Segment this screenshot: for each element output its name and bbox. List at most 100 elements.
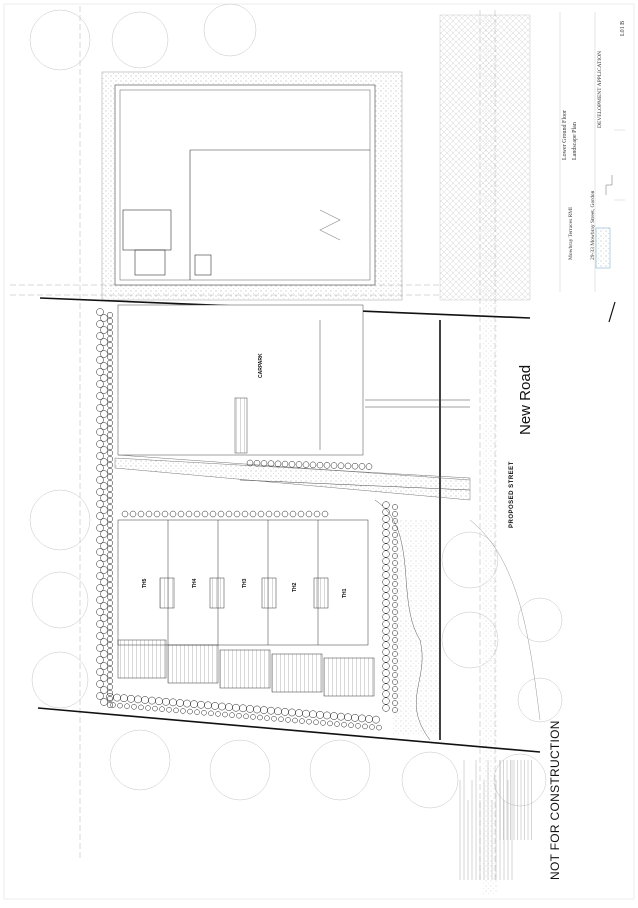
shrub-symbol	[382, 571, 390, 579]
shrub-symbol	[96, 524, 104, 532]
shrub-symbol	[106, 335, 114, 343]
shrub-symbol	[382, 585, 390, 593]
shrub-symbol	[292, 717, 298, 724]
carpark	[117, 304, 471, 491]
shrub-symbol	[211, 702, 219, 710]
shrub-symbol	[369, 724, 375, 730]
unit-label-th4: TH4	[192, 578, 198, 588]
shrub-symbol	[100, 494, 108, 502]
shrub-symbol	[218, 702, 226, 711]
shrub-symbol	[106, 641, 114, 649]
shrub-symbol	[313, 719, 319, 726]
shrub-symbol	[100, 362, 108, 370]
tree-canopy	[203, 3, 257, 57]
tree-canopy	[29, 489, 91, 551]
shrub-symbol	[327, 720, 333, 727]
shrub-symbol	[106, 533, 114, 541]
shrub-symbol	[106, 467, 114, 475]
shrub-symbol	[233, 510, 241, 518]
shrub-symbol	[106, 557, 114, 565]
shrub-symbol	[267, 460, 275, 467]
shrub-symbol	[362, 723, 368, 730]
shrub-symbol	[106, 545, 114, 553]
shrub-symbol	[153, 510, 161, 518]
shrub-symbol	[197, 700, 205, 709]
shrub-symbol	[138, 704, 144, 711]
shrub-symbol	[96, 692, 104, 700]
shrub-symbol	[106, 611, 114, 619]
shrub-symbol	[232, 703, 240, 712]
shrub-symbol	[161, 510, 169, 518]
shrub-symbol	[106, 629, 114, 637]
shrub-symbol	[169, 510, 177, 518]
shrub-symbol	[392, 511, 398, 517]
shrub-symbol	[351, 462, 359, 470]
hedge-west	[96, 308, 114, 709]
shrub-symbol	[281, 510, 289, 518]
shrub-symbol	[246, 459, 254, 467]
shrub-symbol	[100, 374, 108, 382]
shrub-symbol	[100, 470, 108, 478]
shrub-symbol	[96, 320, 104, 328]
shrub-symbol	[358, 714, 366, 723]
shrub-symbol	[382, 543, 390, 551]
shrub-symbol	[281, 708, 289, 716]
shrub-symbol	[334, 721, 340, 727]
shrub-symbol	[309, 710, 317, 719]
shrub-symbol	[96, 584, 104, 592]
shrub-symbol	[106, 431, 114, 439]
shrub-symbol	[100, 650, 108, 658]
shrub-symbol	[106, 401, 114, 409]
shrub-symbol	[295, 709, 303, 717]
shrub-symbol	[344, 462, 352, 470]
shrub-symbol	[96, 500, 104, 508]
shrub-symbol	[243, 713, 249, 720]
shrub-symbol	[106, 563, 114, 571]
shrub-symbol	[100, 338, 108, 346]
tree-canopy	[517, 677, 563, 723]
shrub-symbol	[351, 713, 359, 722]
shrub-symbol	[341, 721, 347, 728]
shrub-symbol	[96, 548, 104, 556]
shrub-symbol	[96, 344, 104, 352]
shrub-symbol	[382, 620, 390, 628]
street-label: PROPOSED STREET	[509, 461, 515, 528]
shrub-symbol	[382, 515, 390, 523]
shrub-symbol	[264, 715, 270, 721]
shrub-symbol	[215, 711, 221, 717]
shrub-symbol	[162, 697, 170, 706]
shrub-symbol	[106, 311, 114, 319]
shrub-symbol	[106, 665, 114, 673]
shrub-symbol	[96, 308, 104, 316]
shrub-symbol	[382, 662, 390, 670]
shrub-symbol	[376, 724, 382, 731]
shrub-symbol	[337, 462, 345, 469]
carpark-label: CARPARK	[258, 353, 264, 378]
shrub-symbol	[299, 718, 305, 724]
shrub-symbol	[96, 620, 104, 628]
unit-label-th3: TH3	[242, 578, 248, 588]
shrub-symbol	[260, 460, 268, 467]
shrub-symbol	[309, 461, 317, 469]
shrub-symbol	[96, 452, 104, 460]
shrub-symbol	[273, 510, 281, 518]
shrub-symbol	[193, 510, 201, 518]
shrub-symbol	[274, 707, 282, 716]
shrub-symbol	[100, 458, 108, 466]
shrub-symbol	[281, 460, 289, 468]
shrub-symbol	[100, 422, 108, 430]
shrub-symbol	[225, 703, 233, 711]
shrub-symbol	[96, 512, 104, 520]
shrub-symbol	[121, 510, 129, 518]
shrub-symbol	[278, 716, 284, 723]
shrub-symbol	[305, 510, 313, 518]
shrub-symbol	[106, 485, 114, 493]
shrub-symbol	[100, 410, 108, 418]
shrub-symbol	[253, 459, 261, 467]
shrub-symbol	[120, 694, 128, 703]
shrub-symbol	[106, 359, 114, 367]
shrub-symbol	[239, 704, 247, 713]
shrub-symbol	[106, 593, 114, 601]
title-client: Mowbray Terraces RMI	[568, 207, 574, 260]
